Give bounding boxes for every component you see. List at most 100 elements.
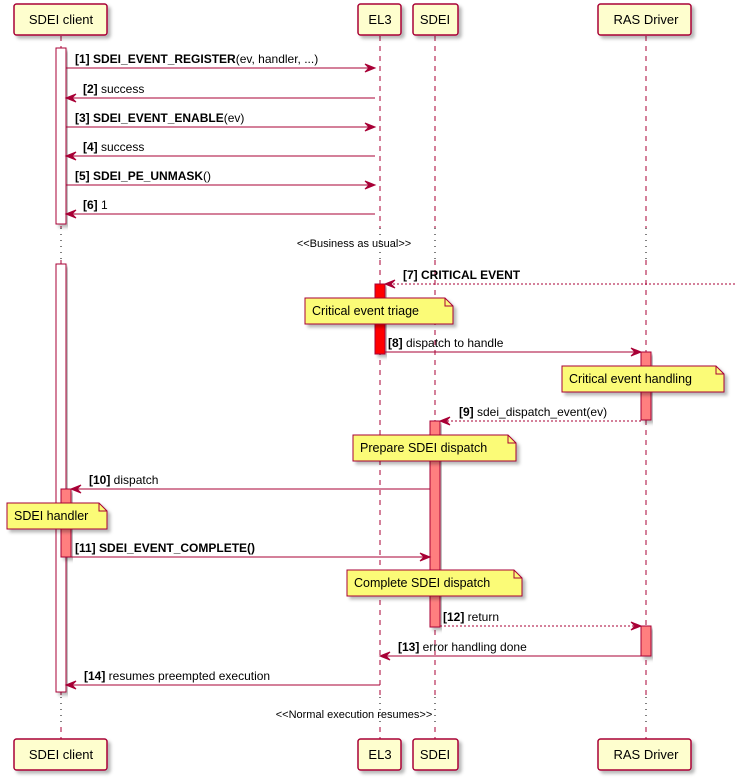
message-number: [4] (83, 140, 98, 154)
message-1: [1] SDEI_EVENT_REGISTER(ev, handler, ...… (66, 52, 377, 73)
participant-label: RAS Driver (613, 12, 679, 27)
arrowhead (378, 651, 391, 661)
message-text: success (98, 82, 145, 96)
message-text: CRITICAL EVENT (418, 268, 521, 282)
note: Complete SDEI dispatch (346, 569, 523, 597)
message-text: sdei_dispatch_event(ev) (474, 405, 607, 419)
message-12: [12] return (440, 610, 643, 631)
message-text: SDEI_EVENT_COMPLETE() (96, 541, 255, 555)
divider-label: <<Business as usual>> (297, 238, 411, 250)
message-6: [6] 1 (64, 198, 375, 219)
participant-label: SDEI client (29, 747, 94, 762)
message-text: return (464, 610, 499, 624)
arrowhead (64, 680, 77, 690)
message-label: [12] return (443, 610, 499, 624)
note-text: Critical event handling (569, 372, 692, 386)
participant-label: SDEI (420, 747, 450, 762)
participant-label: EL3 (368, 12, 391, 27)
message-number: [2] (83, 82, 98, 96)
arrowhead (438, 416, 451, 426)
participant-label: SDEI (420, 12, 450, 27)
message-text: SDEI_EVENT_ENABLE (90, 111, 224, 125)
participant-client-top: SDEI client (13, 3, 108, 36)
message-2: [2] success (64, 82, 375, 103)
note-text: Critical event triage (312, 304, 419, 318)
message-text: () (203, 169, 211, 183)
arrowhead (364, 63, 377, 73)
participant-sdei-top: SDEI (412, 3, 459, 36)
participant-client-bottom: SDEI client (13, 738, 108, 771)
message-label: [9] sdei_dispatch_event(ev) (459, 405, 607, 419)
note-text: Complete SDEI dispatch (354, 576, 490, 590)
participant-ras-top: RAS Driver (597, 3, 692, 36)
message-number: [9] (459, 405, 474, 419)
participant-el3-bottom: EL3 (357, 738, 402, 771)
participant-el3-top: EL3 (357, 3, 402, 36)
message-label: [13] error handling done (398, 640, 527, 654)
message-number: [1] (75, 52, 90, 66)
message-3: [3] SDEI_EVENT_ENABLE(ev) (66, 111, 377, 132)
message-label: [2] success (83, 82, 144, 96)
message-14: [14] resumes preempted execution (64, 669, 380, 690)
message-text: (ev) (224, 111, 245, 125)
message-7: [7] CRITICAL EVENT (383, 268, 735, 289)
message-label: [5] SDEI_PE_UNMASK() (75, 169, 211, 183)
message-4: [4] success (64, 140, 375, 161)
message-13: [13] error handling done (378, 640, 641, 661)
message-label: [6] 1 (83, 198, 108, 212)
activation-bar (55, 263, 67, 693)
message-number: [7] (403, 268, 418, 282)
message-text: (ev, handler, ...) (236, 52, 318, 66)
activation-bar (55, 47, 67, 225)
note: SDEI handler (6, 502, 108, 530)
activation-bar (429, 420, 441, 628)
arrowhead (69, 484, 82, 494)
message-label: [10] dispatch (89, 473, 158, 487)
participant-ras-bottom: RAS Driver (597, 738, 692, 771)
divider-label: <<Normal execution resumes>> (276, 709, 433, 721)
note-text: Prepare SDEI dispatch (360, 441, 487, 455)
message-text: resumes preempted execution (105, 669, 270, 683)
participant-label: SDEI client (29, 12, 94, 27)
message-text: SDEI_EVENT_REGISTER (90, 52, 236, 66)
note: Critical event triage (304, 297, 454, 325)
message-11: [11] SDEI_EVENT_COMPLETE() (71, 541, 432, 562)
message-label: [14] resumes preempted execution (84, 669, 270, 683)
message-number: [11] (75, 541, 96, 555)
message-number: [12] (443, 610, 464, 624)
note: Prepare SDEI dispatch (352, 434, 517, 462)
message-number: [10] (89, 473, 110, 487)
message-label: [11] SDEI_EVENT_COMPLETE() (75, 541, 255, 555)
message-number: [14] (84, 669, 105, 683)
message-10: [10] dispatch (69, 473, 430, 494)
participant-label: EL3 (368, 747, 391, 762)
arrowhead (64, 209, 77, 219)
arrowhead (64, 93, 77, 103)
activation-bar (640, 625, 652, 657)
message-text: dispatch (110, 473, 158, 487)
arrowhead (364, 122, 377, 132)
message-5: [5] SDEI_PE_UNMASK() (66, 169, 377, 190)
message-text: success (98, 140, 145, 154)
message-number: [5] (75, 169, 90, 183)
message-label: [3] SDEI_EVENT_ENABLE(ev) (75, 111, 244, 125)
message-label: [1] SDEI_EVENT_REGISTER(ev, handler, ...… (75, 52, 318, 66)
message-text: dispatch to handle (403, 336, 504, 350)
message-text: SDEI_PE_UNMASK (90, 169, 204, 183)
note-text: SDEI handler (14, 509, 88, 523)
arrowhead (630, 621, 643, 631)
message-label: [8] dispatch to handle (388, 336, 504, 350)
message-number: [6] (83, 198, 98, 212)
arrowhead (64, 151, 77, 161)
message-9: [9] sdei_dispatch_event(ev) (438, 405, 641, 426)
arrowhead (630, 347, 643, 357)
message-text: error handling done (419, 640, 527, 654)
message-number: [3] (75, 111, 90, 125)
message-text: 1 (98, 198, 108, 212)
message-label: [7] CRITICAL EVENT (403, 268, 521, 282)
arrowhead (383, 279, 396, 289)
participant-sdei-bottom: SDEI (412, 738, 459, 771)
participant-label: RAS Driver (613, 747, 679, 762)
message-8: [8] dispatch to handle (385, 336, 643, 357)
